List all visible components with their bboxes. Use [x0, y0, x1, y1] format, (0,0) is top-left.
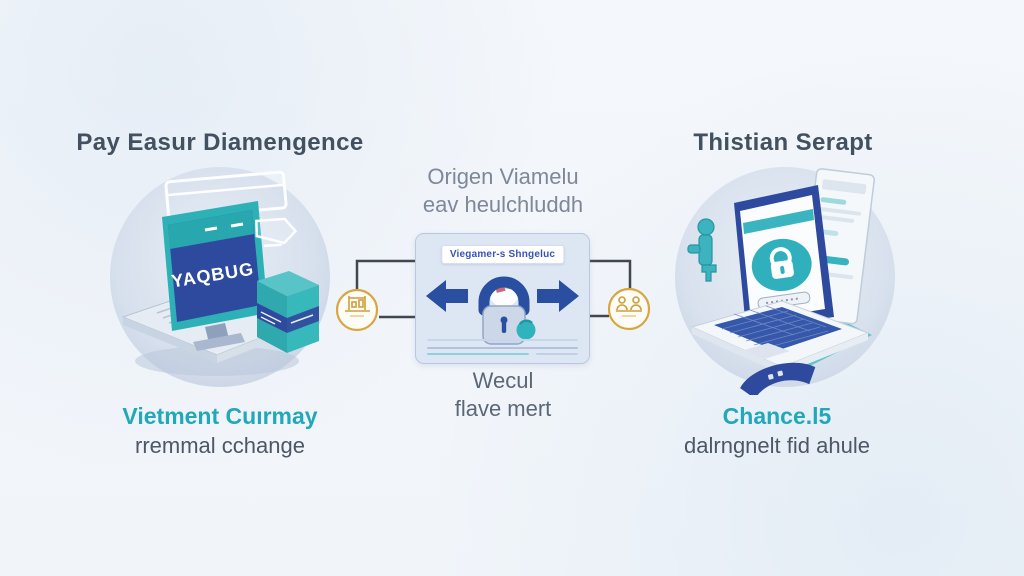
- bank-kiosk-icon: [335, 288, 379, 332]
- secure-exchange-box: Viegamer-s Shngeluc: [415, 233, 590, 364]
- box-label: Viegamer-s Shngeluc: [440, 245, 565, 264]
- box-text-line: [427, 339, 578, 341]
- teal-padlock-accent: [516, 320, 536, 340]
- right-caption: dalrngnelt fid ahule: [684, 433, 870, 458]
- package-box-illustration: [257, 271, 319, 353]
- left-caption: rremmal cchange: [135, 433, 305, 458]
- connector-lines: [335, 259, 651, 332]
- laptop-illustration: [675, 167, 895, 395]
- center-caption: Wecul flave mert: [383, 367, 623, 423]
- lock-badge: [751, 238, 812, 292]
- left-section-title: Pay Easur Diamengence: [76, 129, 364, 156]
- center-intro-line1: Origen Viamelu: [427, 164, 579, 189]
- phone-handset-icon: [740, 362, 816, 395]
- monitor: YAQBUG: [162, 201, 268, 351]
- center-intro-text: Origen Viamelu eav heulchluddh: [373, 163, 633, 219]
- people-handshake-icon: [607, 287, 651, 331]
- laptop-screen: [734, 185, 834, 329]
- box-text-line-teal: [427, 353, 529, 355]
- arrow-left-icon: [426, 280, 468, 312]
- box-text-line: [427, 347, 578, 349]
- cursor-tag-icon: [255, 217, 298, 248]
- desktop-monitor-illustration: YAQBUG: [110, 167, 330, 387]
- right-section-title: Thistian Serapt: [693, 129, 873, 156]
- left-caption-group: Vietment Cuırmay rremmal cchange: [20, 403, 420, 459]
- padlock-icon: [478, 276, 536, 345]
- center-caption-line2: flave mert: [454, 396, 552, 421]
- center-intro-line2: eav heulchluddh: [422, 192, 584, 217]
- box-text-line: [536, 353, 578, 355]
- box-graphics: [426, 276, 579, 345]
- right-caption-group: Chance.l5 dalrngnelt fid ahule: [577, 403, 977, 459]
- center-caption-line1: Wecul: [472, 368, 534, 393]
- left-subtitle: Vietment Cuırmay: [122, 403, 318, 429]
- arrow-right-icon: [537, 280, 579, 312]
- robot-arm-icon: [687, 218, 717, 282]
- right-subtitle: Chance.l5: [722, 403, 832, 429]
